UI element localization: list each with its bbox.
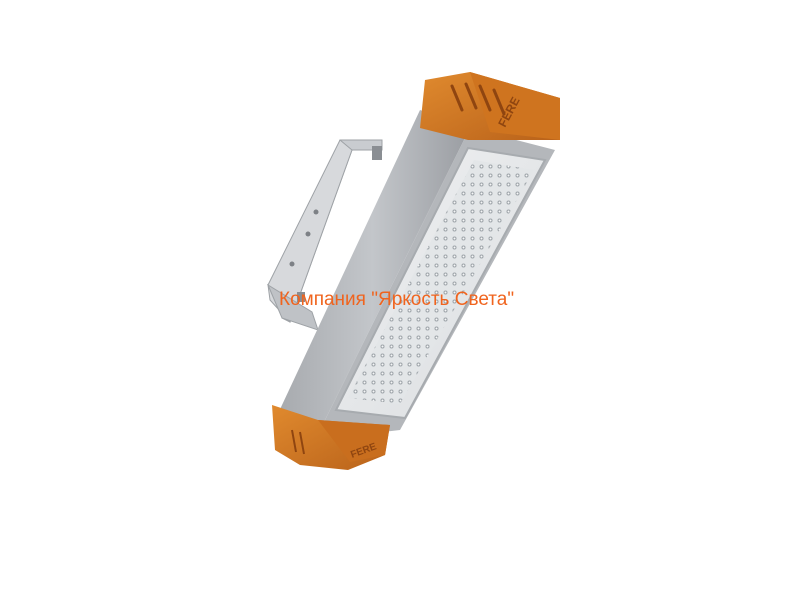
watermark-text: Компания "Яркость Света" <box>279 289 515 310</box>
bracket-bolt <box>372 146 382 160</box>
bottom-end-cap: FERE <box>272 405 390 470</box>
bracket-bolt <box>297 292 305 302</box>
led-panel <box>334 146 547 420</box>
top-end-cap: FERE <box>420 72 560 140</box>
